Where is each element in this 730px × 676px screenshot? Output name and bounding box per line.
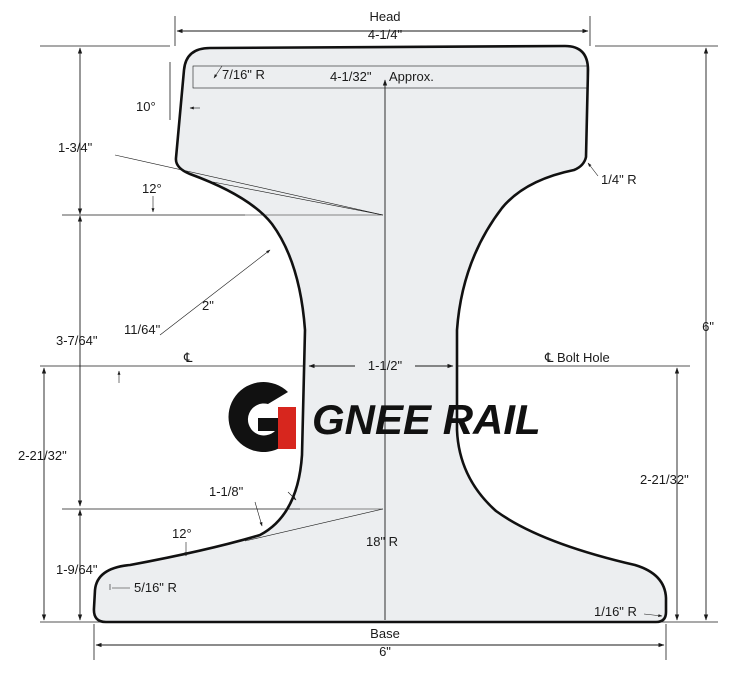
bolt-hole-label: ℄ Bolt Hole [544, 350, 610, 365]
lower-height-right-label: 2-21/32" [640, 472, 689, 487]
upper-height-label: 3-7/64" [56, 333, 98, 348]
logo-g-bar-icon [258, 418, 278, 431]
head-corner-leader [587, 162, 599, 177]
base-slope-line [244, 508, 384, 542]
total-height-label: 6" [702, 319, 714, 334]
under-head-angle-label: 12° [142, 181, 162, 196]
web-offset-label: 11/64" [124, 322, 161, 337]
base-corner-radius-label: 5/16" R [134, 580, 177, 595]
lower-height-left-label: 2-21/32" [18, 448, 67, 463]
head-radius-leader [213, 65, 223, 79]
under-head-slope-line [114, 154, 384, 216]
approx-label: Approx. [389, 69, 434, 84]
web-thickness-label: 1-1/2" [368, 358, 403, 373]
gnee-rail-logo: GNEE RAIL [228, 381, 541, 452]
rail-cross-section [92, 44, 668, 624]
head-top-box [192, 65, 588, 89]
base-fillet-leader-b [287, 491, 297, 501]
under-head-ref-line [212, 181, 384, 216]
logo-accent-icon [278, 407, 296, 449]
base-edge-leader [643, 613, 663, 618]
base-edge-radius-label: 1/16" R [594, 604, 637, 619]
logo-brand-text: GNEE RAIL [312, 396, 541, 443]
head-depth-label: 1-3/4" [58, 140, 93, 155]
head-label: Head [369, 9, 400, 24]
centerline-label: ℄ [183, 350, 193, 365]
base-angle-label: 12° [172, 526, 192, 541]
base-fillet-leader-a [254, 501, 263, 527]
fillet-radius-label: 2" [202, 298, 214, 313]
base-radius-label: 18" R [366, 534, 398, 549]
fillet-radius-leader [159, 249, 271, 336]
base-depth-label: 1-9/64" [56, 562, 98, 577]
head-top-width-label: 4-1/32" [330, 69, 372, 84]
base-width-label: 6" [379, 644, 391, 659]
head-corner-radius-label: 1/4" R [601, 172, 637, 187]
base-fillet-label: 1-1/8" [209, 484, 244, 499]
base-label: Base [370, 626, 400, 641]
head-angle-label: 10° [136, 99, 156, 114]
head-width-label: 4-1/4" [368, 27, 403, 42]
head-radius-label: 7/16" R [222, 67, 265, 82]
